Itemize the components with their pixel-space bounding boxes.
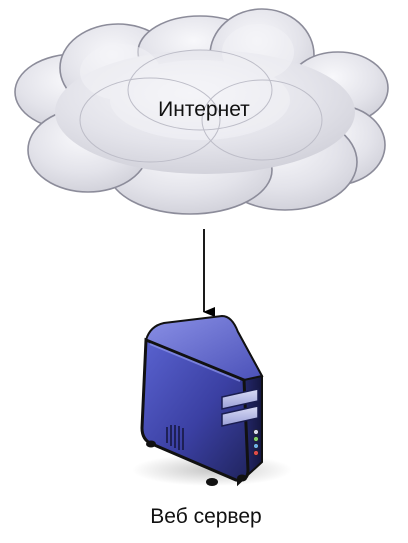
- web-server-label: Веб сервер: [150, 505, 262, 528]
- web-server-icon: [132, 314, 292, 487]
- internet-cloud: [14, 8, 389, 215]
- internet-label: Интернет: [158, 98, 250, 121]
